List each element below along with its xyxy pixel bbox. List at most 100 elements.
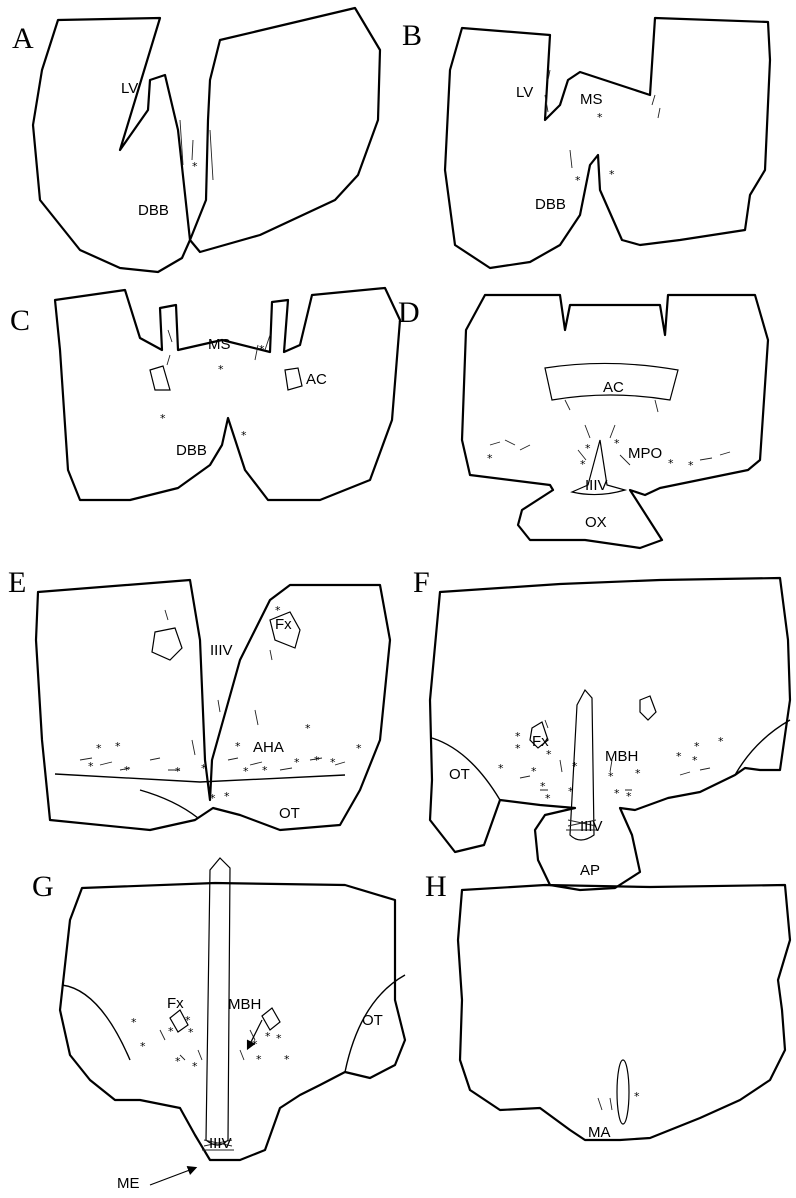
- panel-h-letter: H: [425, 870, 447, 903]
- panel-e-iiiv-label: IIIV: [210, 642, 233, 659]
- panel-f-marker-4: *: [531, 765, 537, 778]
- panel-g-iiiv-label: IIIV: [209, 1135, 232, 1152]
- panel-d-marker-5: *: [668, 457, 674, 470]
- panel-c-left-structure: [150, 366, 170, 390]
- panel-c: C MS AC DBB * * * *: [10, 288, 400, 500]
- panel-a-outline: [33, 18, 190, 272]
- panel-f: F OT Fx MBH IIIV AP * * * * * * * * * * …: [413, 566, 790, 890]
- panel-c-marker-2: *: [259, 343, 265, 356]
- panel-f-mbh-label: MBH: [605, 748, 638, 765]
- panel-c-outline: [55, 288, 400, 500]
- panel-d-ox-label: OX: [585, 514, 607, 531]
- panel-d-marker-2: *: [585, 442, 591, 455]
- panel-b-marker-3: *: [609, 168, 615, 181]
- panel-a-dbb-label: DBB: [138, 202, 169, 219]
- panel-b-outline: [445, 18, 770, 268]
- panel-d-outline: [462, 295, 768, 548]
- panel-d-iiiv-label: IIIV: [585, 477, 608, 494]
- panel-c-marker-1: *: [218, 363, 224, 376]
- panel-a-letter: A: [12, 22, 34, 55]
- panel-a: A LV DBB *: [12, 8, 380, 272]
- panel-c-dbb-label: DBB: [176, 442, 207, 459]
- panel-g: G Fx MBH OT IIIV ME * * * * * * * * * * …: [32, 858, 405, 1192]
- panel-b-letter: B: [402, 19, 422, 52]
- panel-a-marker: *: [192, 160, 198, 173]
- panel-d: D AC MPO IIIV OX * * * * * *: [398, 295, 768, 548]
- panel-g-marker-1: *: [131, 1016, 137, 1029]
- panel-e: E IIIV Fx AHA OT * * * * * * * * * * * *…: [8, 566, 390, 830]
- panel-g-ot-boundary-left: [62, 985, 130, 1060]
- panel-c-ac-structure: [285, 368, 302, 390]
- panel-g-marker-2: *: [140, 1040, 146, 1053]
- panel-d-marker-1: *: [487, 452, 493, 465]
- panel-e-marker-6: *: [175, 765, 181, 778]
- panel-b: B LV MS DBB * * *: [402, 18, 770, 268]
- panel-f-ot-label: OT: [449, 766, 470, 783]
- panel-c-marker-3: *: [160, 412, 166, 425]
- panel-e-left-structure: [152, 628, 182, 660]
- panel-e-letter: E: [8, 566, 26, 599]
- panel-g-mbh-label: MBH: [228, 996, 261, 1013]
- panel-e-marker-11: *: [262, 764, 268, 777]
- panel-g-marker-7: *: [192, 1060, 198, 1073]
- panel-e-marker-9: *: [305, 722, 311, 735]
- panel-f-iiiv-label: IIIV: [580, 818, 603, 835]
- panel-e-ot-boundary: [55, 774, 345, 782]
- panel-g-marker-9: *: [265, 1030, 271, 1043]
- panel-e-marker-1: *: [275, 604, 281, 617]
- panel-d-marker-4: *: [580, 458, 586, 471]
- panel-b-ms-label: MS: [580, 91, 603, 108]
- panel-f-marker-9: *: [568, 785, 574, 798]
- panel-d-letter: D: [398, 296, 420, 329]
- panel-g-marker-12: *: [256, 1053, 262, 1066]
- panel-e-marker-14: *: [330, 756, 336, 769]
- panel-g-marker-10: *: [276, 1032, 282, 1045]
- panel-f-marker-11: *: [614, 787, 620, 800]
- panel-e-fx-label: Fx: [275, 616, 292, 633]
- panel-e-marker-7: *: [201, 762, 207, 775]
- panel-f-marker-7: *: [546, 748, 552, 761]
- panel-b-lv-label: LV: [516, 84, 533, 101]
- panel-e-marker-10: *: [243, 765, 249, 778]
- panel-g-marker-11: *: [284, 1053, 290, 1066]
- panel-b-marker-2: *: [575, 174, 581, 187]
- panel-f-marker-2: *: [515, 742, 521, 755]
- panel-d-mpo-label: MPO: [628, 445, 662, 462]
- panel-f-ap-label: AP: [580, 862, 600, 879]
- panel-c-letter: C: [10, 304, 30, 337]
- panel-f-ot-boundary-right: [735, 720, 790, 775]
- panel-f-marker-6: *: [545, 792, 551, 805]
- panel-f-marker-13: *: [635, 767, 641, 780]
- panel-h-ma-label: MA: [588, 1124, 611, 1141]
- panel-h: H MA *: [425, 870, 790, 1141]
- panel-e-marker-3: *: [115, 740, 121, 753]
- panel-g-letter: G: [32, 870, 54, 903]
- panel-f-marker-12: *: [626, 790, 632, 803]
- panel-e-marker-17: *: [224, 790, 230, 803]
- panel-e-marker-2: *: [96, 742, 102, 755]
- panel-f-marker-15: *: [692, 754, 698, 767]
- panel-f-marker-8: *: [572, 760, 578, 773]
- panel-f-marker-16: *: [694, 740, 700, 753]
- panel-g-outline: [60, 883, 405, 1160]
- panel-f-marker-17: *: [718, 735, 724, 748]
- panel-g-right-structure: [262, 1008, 280, 1030]
- panel-g-ot-label: OT: [362, 1012, 383, 1029]
- panel-f-letter: F: [413, 566, 430, 599]
- panel-g-marker-3: *: [168, 1025, 174, 1038]
- panel-e-ot-label: OT: [279, 805, 300, 822]
- panel-d-marker-6: *: [688, 459, 694, 472]
- panel-h-ma-structure: [617, 1060, 629, 1124]
- panel-a-lv-label: LV: [121, 80, 138, 97]
- panel-g-me-arrow: [150, 1168, 195, 1185]
- panel-d-marker-3: *: [614, 437, 620, 450]
- panel-c-marker-4: *: [241, 429, 247, 442]
- panel-g-marker-5: *: [188, 1026, 194, 1039]
- panel-g-marker-6: *: [175, 1055, 181, 1068]
- panel-b-marker-1: *: [597, 111, 603, 124]
- panel-e-marker-5: *: [124, 764, 130, 777]
- panel-e-aha-label: AHA: [253, 739, 284, 756]
- panel-e-marker-4: *: [88, 760, 94, 773]
- panel-d-ac-label: AC: [603, 379, 624, 396]
